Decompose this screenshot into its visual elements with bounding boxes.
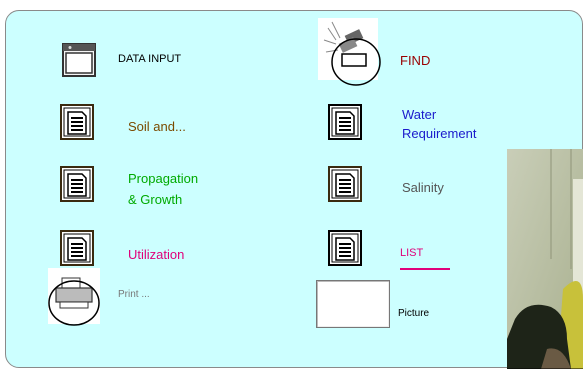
list-button[interactable]: LIST [328,230,488,272]
utilization-button[interactable]: Utilization [60,230,230,272]
water-requirement-button[interactable]: Water Requirement [328,104,498,146]
propagation-label-line2: & Growth [128,192,183,207]
document-icon [328,166,362,202]
propagation-label-line1: Propagation [128,171,199,186]
main-panel [5,10,583,368]
propagation-growth-button[interactable]: Propagation & Growth [60,166,230,210]
list-label: LIST [400,247,424,259]
picture-frame-icon[interactable] [316,280,390,328]
list-underline [400,268,450,270]
salinity-label: Salinity [402,180,444,195]
utilization-label: Utilization [128,247,185,262]
document-icon [328,230,362,266]
person-photo [507,149,583,369]
printer-icon [48,268,100,326]
document-icon [60,230,94,266]
soil-button[interactable]: Soil and... [60,104,220,146]
salinity-button[interactable]: Salinity [328,166,488,208]
water-label-line2: Requirement [402,126,477,141]
data-input-label: DATA INPUT [118,53,182,65]
document-icon [328,104,362,140]
print-button[interactable]: Print ... [48,268,188,330]
print-label: Print ... [118,289,150,300]
soil-label: Soil and... [128,119,186,134]
person-photo-image [507,149,583,369]
document-icon [60,104,94,140]
window-icon [62,43,96,77]
water-label-line1: Water [402,107,437,122]
picture-label[interactable]: Picture [398,308,430,319]
find-button[interactable]: FIND [318,18,468,90]
document-icon [60,166,94,202]
binoculars-icon [318,18,381,86]
data-input-button[interactable]: DATA INPUT [52,40,192,80]
find-label: FIND [400,53,431,68]
